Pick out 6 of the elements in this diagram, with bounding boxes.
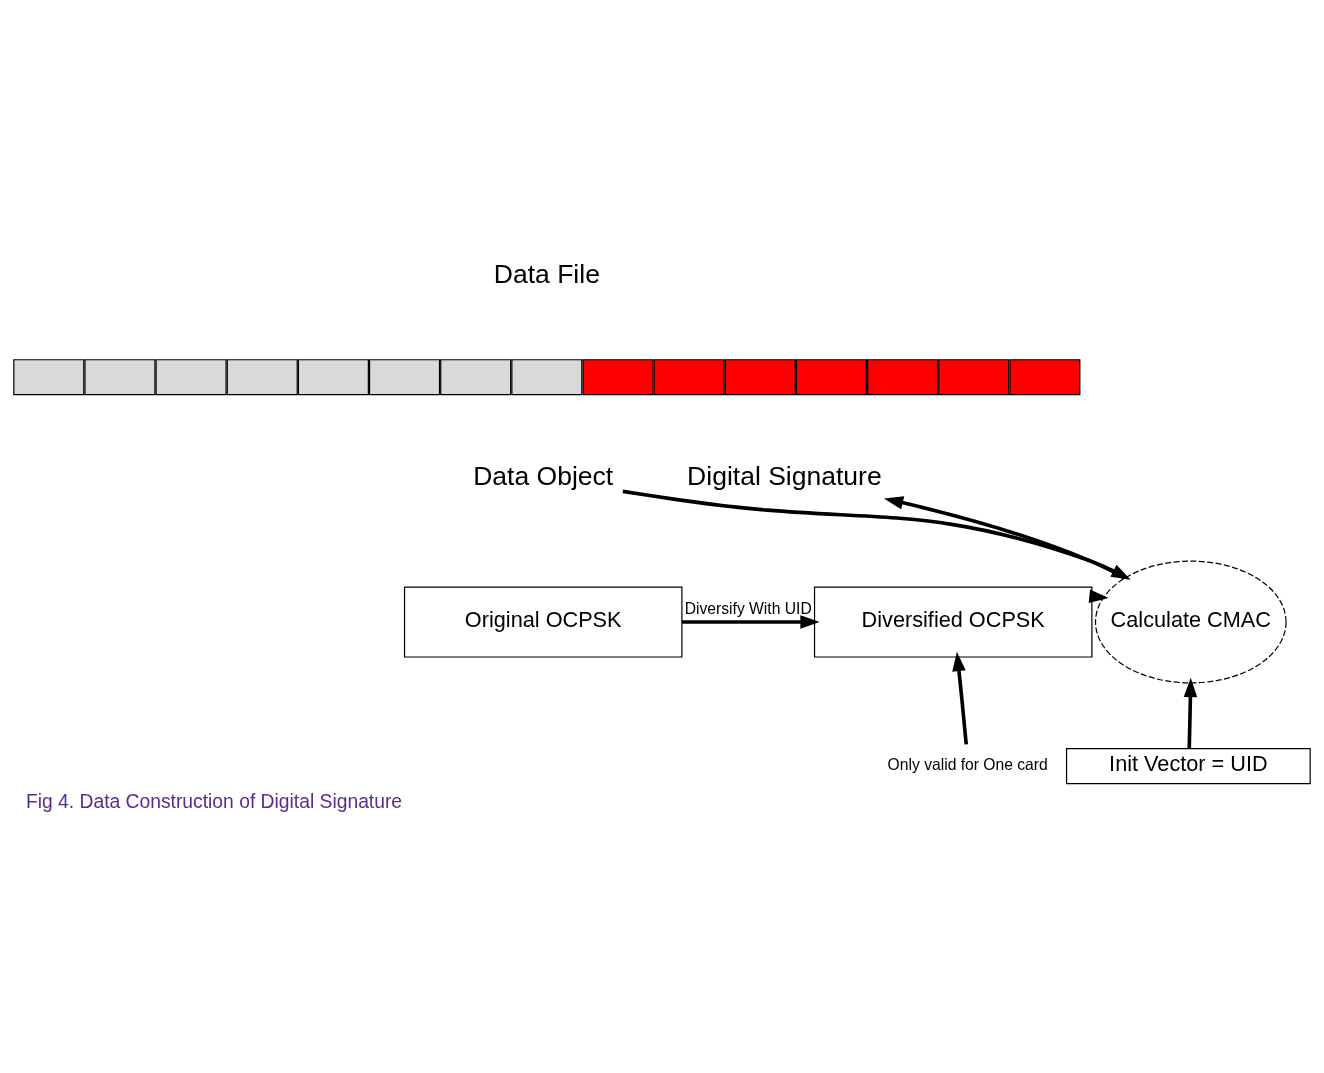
node-text: Data File [493,258,600,289]
edge-label: Diversify With UID [684,599,812,617]
node-text: Data Object [473,460,614,491]
node-text: Digital Signature [687,460,882,491]
caption: Fig 4. Data Construction of Digital Signature [25,790,403,812]
node-text: Only valid for One card [887,755,1048,773]
